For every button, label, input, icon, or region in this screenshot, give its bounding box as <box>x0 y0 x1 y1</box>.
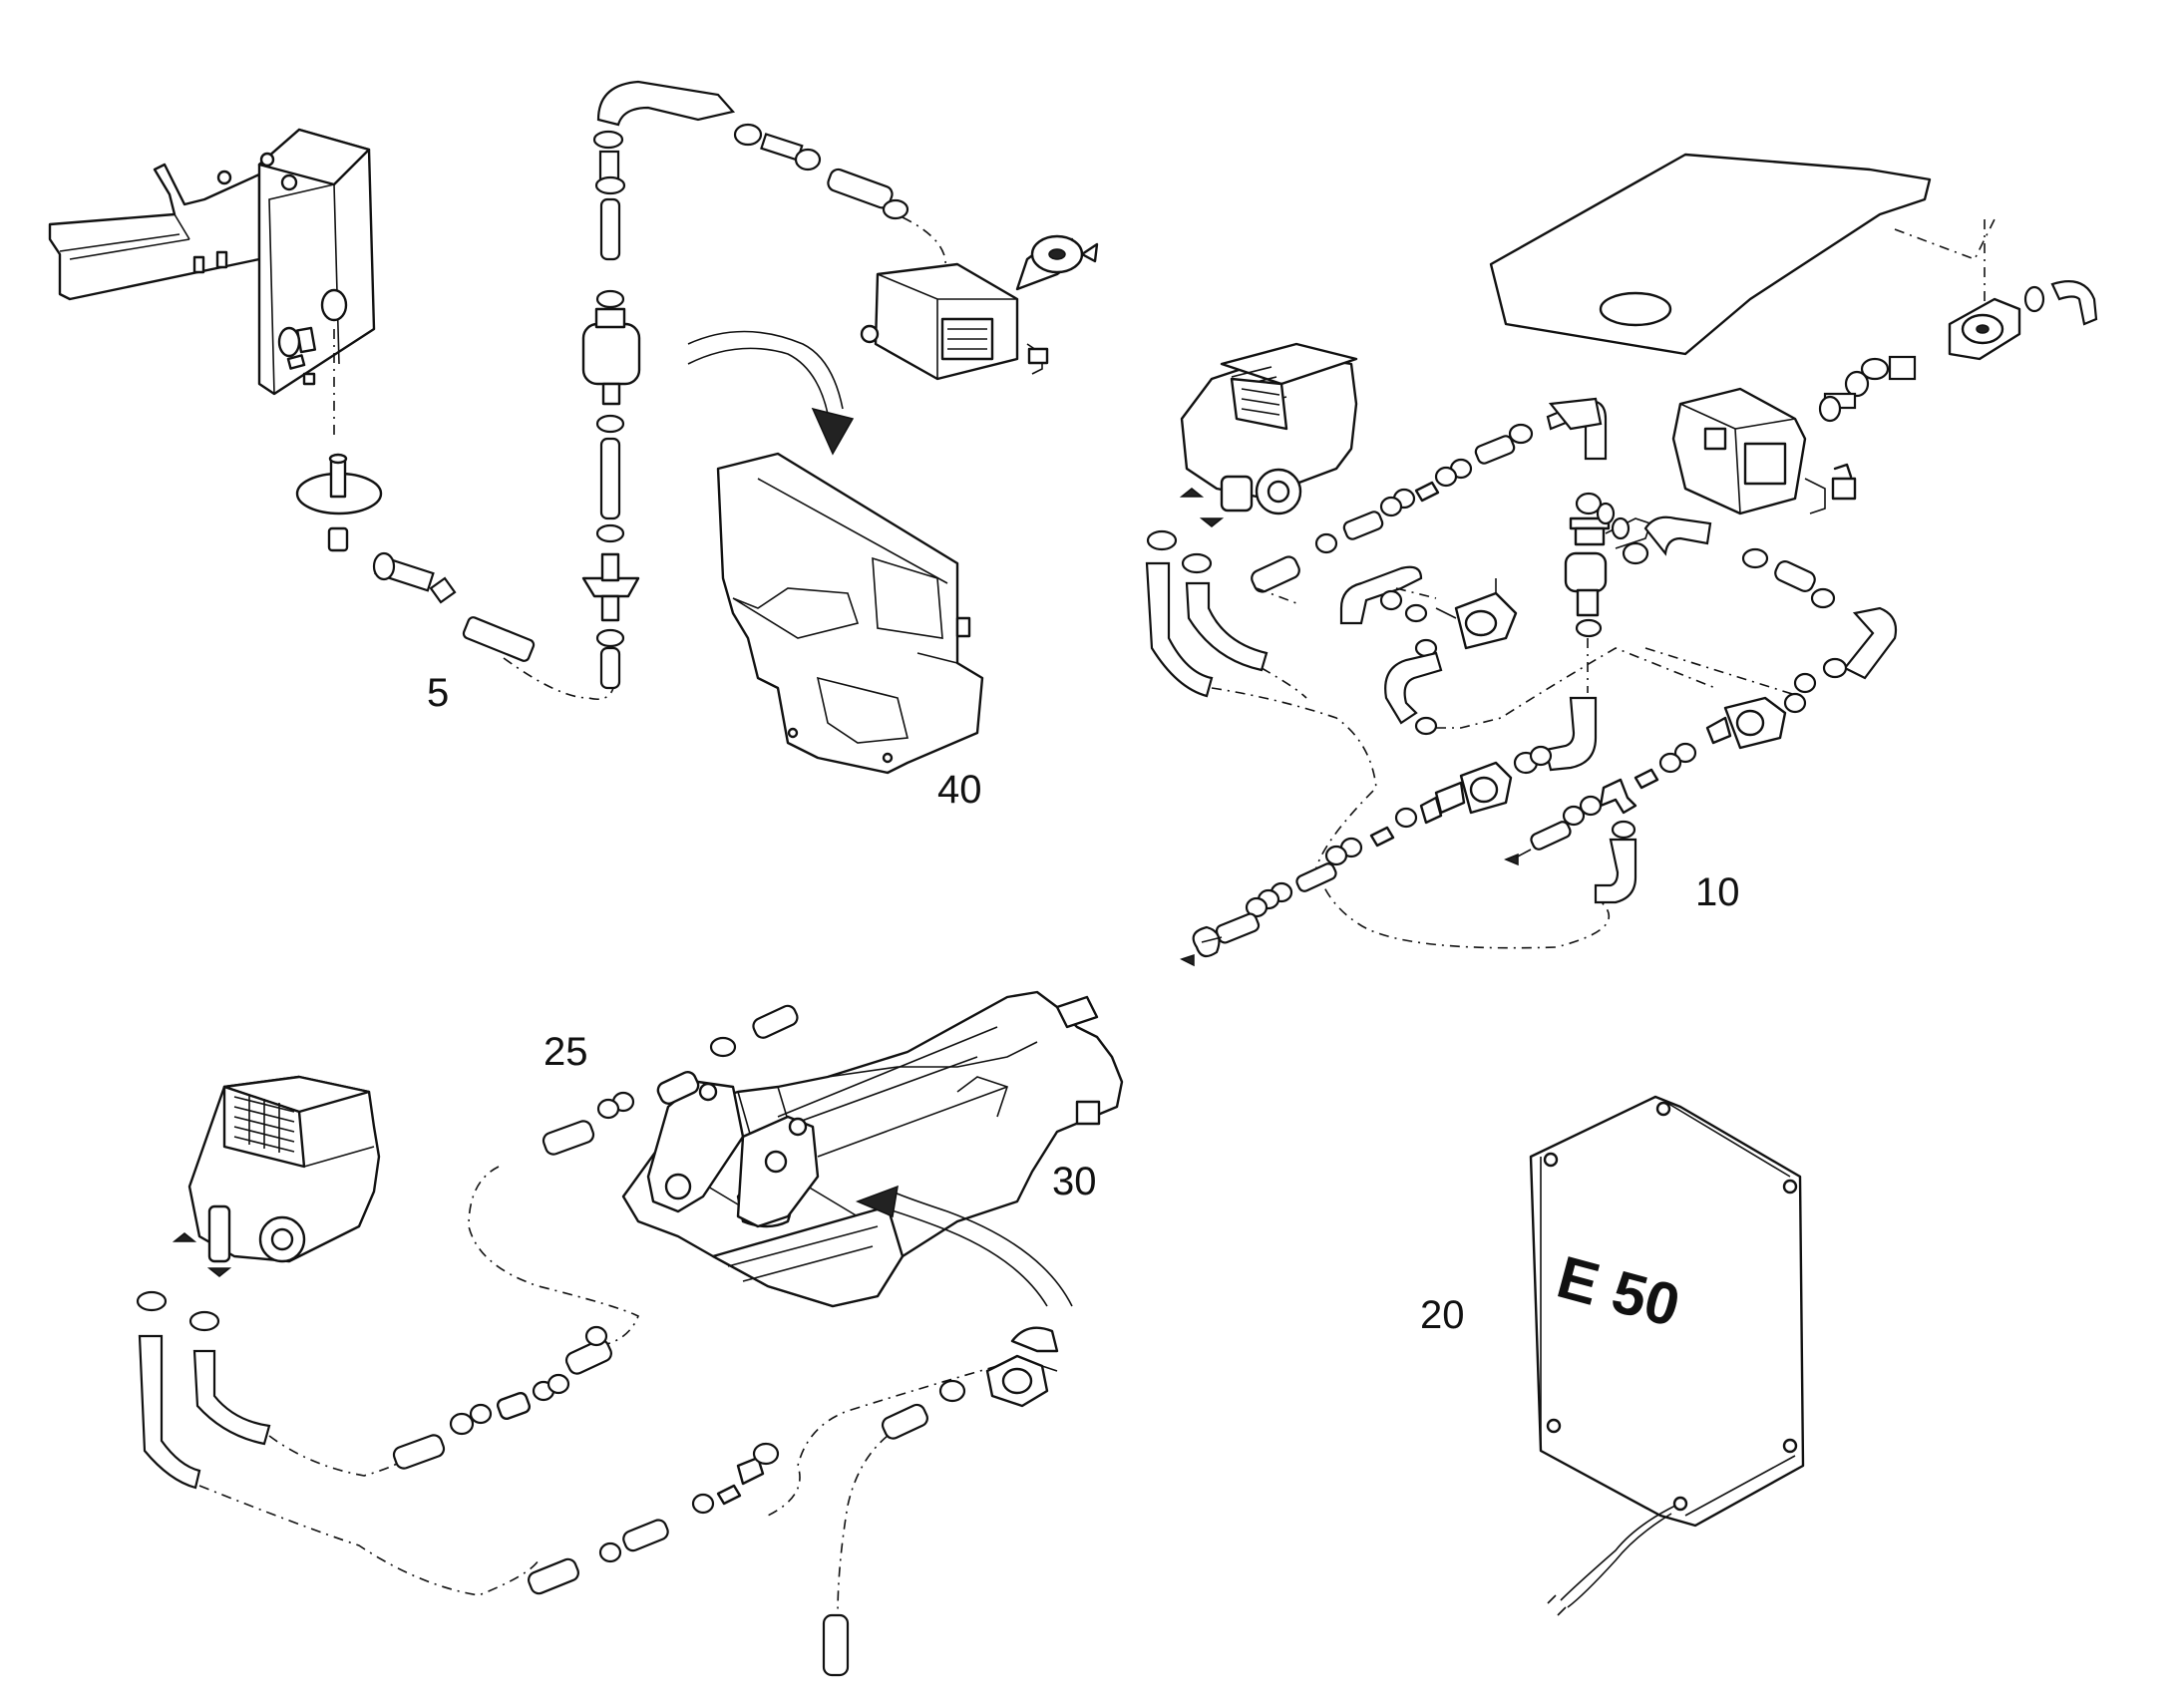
frame-assembly <box>542 990 1124 1308</box>
tank-bracket-assembly <box>48 128 614 701</box>
pump-line-top <box>733 123 1099 381</box>
callout-25: 25 <box>544 1030 588 1074</box>
control-box-e50: E 50 <box>1529 1095 1805 1616</box>
filter-line <box>581 80 736 690</box>
callout-30: 30 <box>1052 1160 1097 1203</box>
callout-5: 5 <box>427 671 449 715</box>
callout-40: 40 <box>937 768 982 812</box>
callout-10: 10 <box>1695 870 1740 914</box>
callout-20: 20 <box>1420 1293 1465 1337</box>
heater-assembly-left <box>136 1075 1059 1677</box>
mounting-plate-assembly <box>687 330 984 775</box>
heater-assembly-right <box>1145 153 2098 967</box>
